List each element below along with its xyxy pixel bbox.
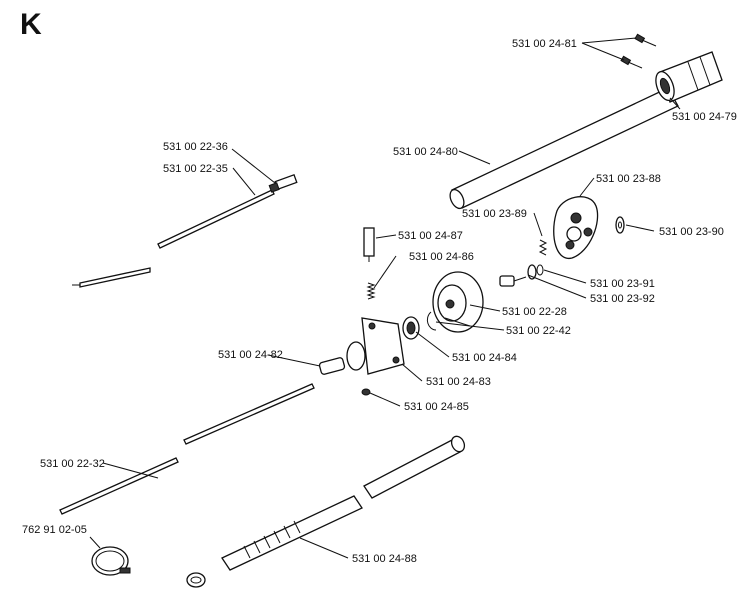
label-531-00-22-42: 531 00 22-42 — [506, 325, 571, 337]
label-531-00-24-84: 531 00 24-84 — [452, 352, 517, 364]
label-531-00-22-36: 531 00 22-36 — [163, 141, 228, 153]
clutch-shoe-part — [553, 196, 599, 259]
coupling-screws-part — [620, 33, 657, 69]
washer-right-part — [615, 216, 625, 234]
circlip-part — [426, 311, 437, 331]
housing-pin-part — [363, 227, 375, 262]
label-762-91-02-05: 762 91 02-05 — [22, 524, 87, 536]
label-531-00-23-92: 531 00 23-92 — [590, 293, 655, 305]
label-531-00-23-88: 531 00 23-88 — [596, 173, 661, 185]
label-531-00-24-81: 531 00 24-81 — [512, 38, 577, 50]
label-531-00-22-28: 531 00 22-28 — [502, 306, 567, 318]
shaft-tube-part — [449, 87, 679, 210]
label-531-00-24-80: 531 00 24-80 — [393, 146, 458, 158]
label-531-00-24-82: 531 00 24-82 — [218, 349, 283, 361]
clutch-spring-part — [538, 239, 548, 256]
label-531-00-24-87: 531 00 24-87 — [398, 230, 463, 242]
label-531-00-24-79: 531 00 24-79 — [672, 111, 737, 123]
label-531-00-24-85: 531 00 24-85 — [404, 401, 469, 413]
lower-tube-part — [221, 435, 466, 571]
label-531-00-24-88: 531 00 24-88 — [352, 553, 417, 565]
clutch-drum-part — [432, 271, 484, 333]
bearing-part — [402, 316, 420, 340]
shaft-bushing-part — [318, 357, 346, 375]
clutch-housing-part — [346, 317, 405, 375]
label-531-00-24-86: 531 00 24-86 — [409, 251, 474, 263]
housing-screw-part — [366, 282, 376, 300]
label-531-00-22-32: 531 00 22-32 — [40, 458, 105, 470]
label-531-00-23-90: 531 00 23-90 — [659, 226, 724, 238]
label-531-00-23-91: 531 00 23-91 — [590, 278, 655, 290]
clutch-bolt-part — [499, 275, 527, 287]
label-531-00-24-83: 531 00 24-83 — [426, 376, 491, 388]
section-letter: K — [20, 8, 42, 41]
leader-lines — [89, 37, 681, 559]
label-531-00-23-89: 531 00 23-89 — [462, 208, 527, 220]
hose-clamp-part — [91, 546, 131, 576]
label-531-00-22-35: 531 00 22-35 — [163, 163, 228, 175]
housing-nut-part — [361, 388, 371, 396]
upper-drive-shaft-part — [72, 173, 298, 288]
tube-coupling-part — [655, 51, 723, 103]
clutch-washer-part — [527, 264, 544, 280]
lower-drive-shaft-part — [59, 383, 315, 515]
bottom-ring-part — [186, 572, 206, 588]
part-labels: 531 00 24-81 531 00 24-79 531 00 22-36 5… — [22, 38, 737, 565]
